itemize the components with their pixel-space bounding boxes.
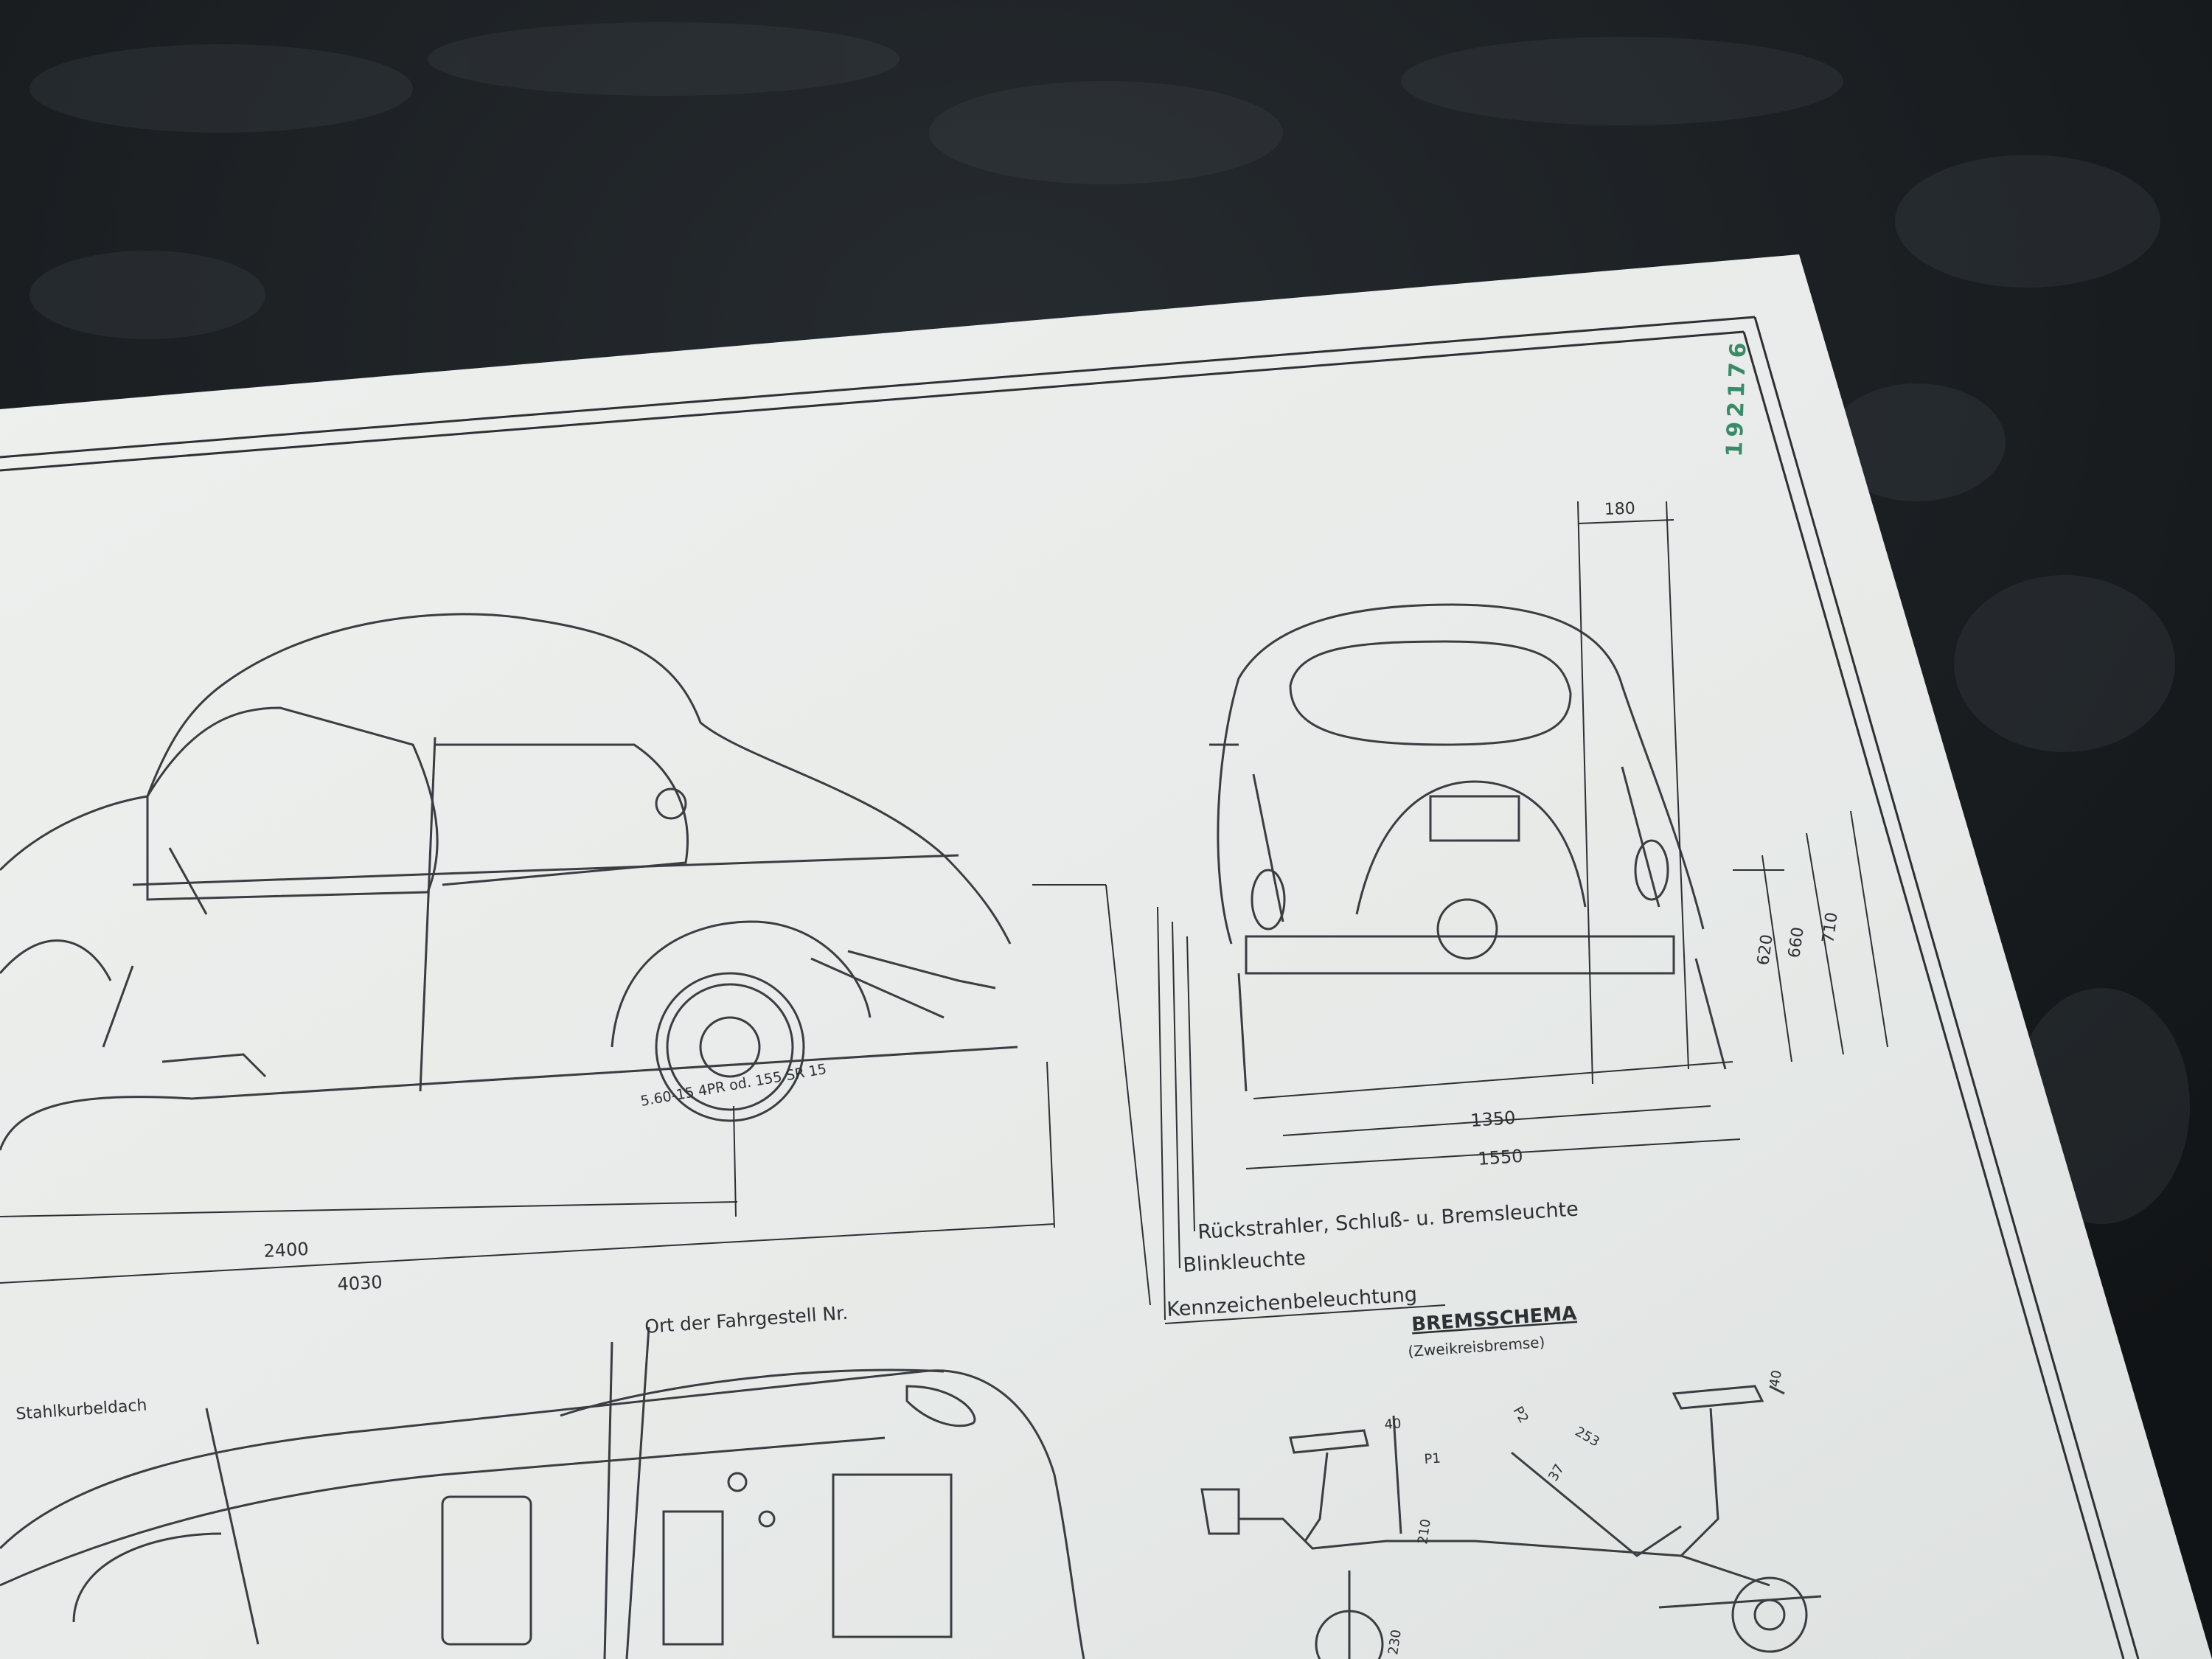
- dim-height-3: 710: [1819, 911, 1842, 945]
- dim-length: 4030: [337, 1272, 383, 1295]
- dim-width: 1550: [1477, 1146, 1523, 1169]
- top-view-drawing: [0, 1326, 1085, 1659]
- dim-height-2: 660: [1785, 926, 1808, 959]
- rear-view-dimensions: [1157, 501, 1888, 1321]
- dim-track: 1350: [1470, 1107, 1516, 1131]
- side-view-drawing: [0, 613, 1018, 1151]
- paper-sheet: [0, 254, 2212, 1659]
- dim-brake-40a: 40: [1384, 1416, 1402, 1433]
- dim-wheelbase: 2400: [263, 1239, 309, 1262]
- dim-height-1: 620: [1754, 933, 1777, 967]
- dim-brake-210: 210: [1415, 1518, 1434, 1545]
- brake-diagram-lines: [1200, 1385, 1822, 1659]
- dim-brake-230: 230: [1385, 1629, 1405, 1656]
- side-view-dimensions: [0, 884, 1151, 1306]
- serial-number: 192176: [1722, 338, 1752, 457]
- callout-underlines: [1164, 1304, 1446, 1324]
- drawing-frame: [0, 316, 2140, 1659]
- dim-brake-40b: 40: [1767, 1369, 1785, 1388]
- label-brake-p1: P1: [1424, 1450, 1441, 1467]
- dim-top: 180: [1604, 500, 1635, 519]
- rear-view-drawing: [1209, 603, 1727, 1092]
- table-texture: [29, 22, 2190, 1224]
